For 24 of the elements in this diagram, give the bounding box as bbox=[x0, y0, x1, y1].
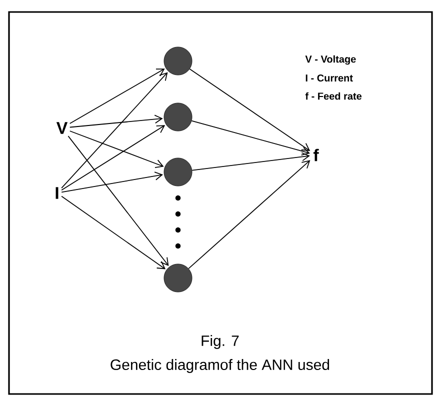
arrow bbox=[61, 172, 164, 193]
figure-number: Fig. 7 bbox=[202, 335, 239, 349]
neuron-circle bbox=[164, 264, 192, 292]
neuron-circle bbox=[164, 46, 192, 76]
input-label: I bbox=[56, 187, 58, 199]
arrow bbox=[188, 160, 310, 269]
arrow bbox=[68, 136, 169, 266]
input-label: V bbox=[56, 122, 68, 134]
arrow bbox=[69, 68, 165, 124]
legend-text: f - Feed rate bbox=[305, 92, 362, 100]
arrow bbox=[61, 72, 168, 188]
neuron-circle bbox=[164, 158, 192, 186]
arrow bbox=[192, 152, 310, 171]
legend-text: V - Voltage bbox=[305, 55, 356, 65]
arrow bbox=[61, 196, 166, 270]
neuron-circle bbox=[164, 102, 192, 132]
input-label: f bbox=[313, 148, 319, 162]
arrow bbox=[69, 130, 164, 168]
arrow bbox=[189, 68, 310, 152]
caption: Genetic diagramof the ANN used bbox=[110, 359, 330, 373]
arrow bbox=[191, 120, 310, 156]
legend-text: I - Current bbox=[306, 74, 353, 82]
arrow bbox=[61, 125, 166, 191]
arrow bbox=[69, 114, 163, 128]
